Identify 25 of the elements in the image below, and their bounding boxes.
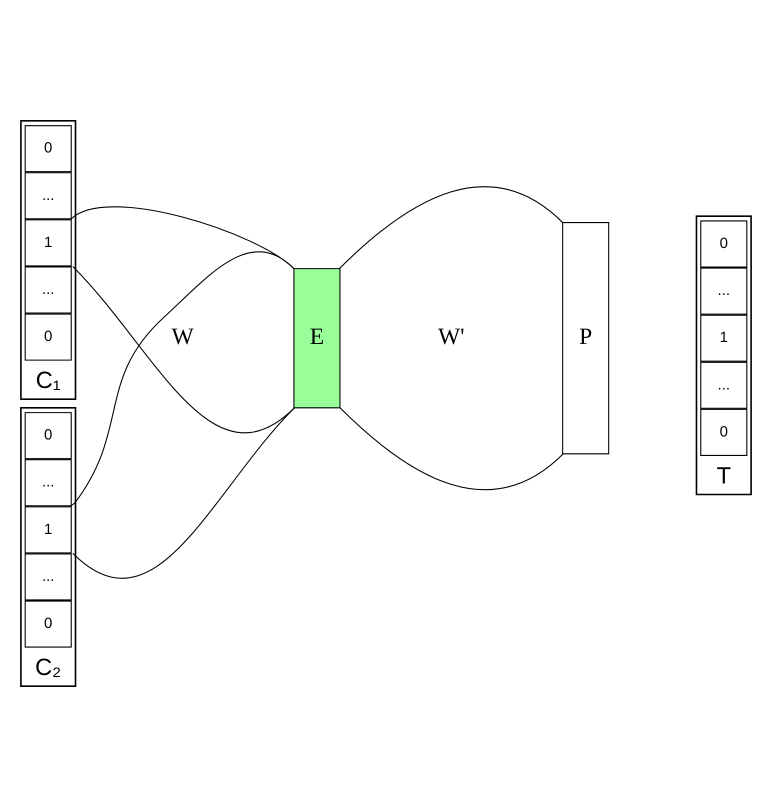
connector bbox=[340, 407, 564, 490]
node-box: ... bbox=[24, 172, 72, 220]
node-box: 0 bbox=[24, 600, 72, 648]
connector bbox=[72, 407, 295, 578]
label: W' bbox=[438, 324, 465, 350]
node-box: 1 bbox=[24, 219, 72, 266]
node-box: ... bbox=[700, 362, 748, 409]
label: W bbox=[171, 324, 194, 350]
connector bbox=[339, 186, 563, 269]
node-box: 0 bbox=[700, 220, 748, 268]
node-box: ... bbox=[24, 459, 72, 506]
connector bbox=[70, 251, 294, 507]
connector bbox=[70, 206, 294, 270]
node-box: 1 bbox=[24, 506, 72, 554]
node-box: ... bbox=[24, 553, 72, 600]
node-box: ... bbox=[700, 268, 748, 315]
node-box: 0 bbox=[24, 412, 72, 460]
node-box: 0 bbox=[24, 314, 72, 361]
node-box: 0 bbox=[700, 408, 748, 456]
node-box: 0 bbox=[24, 125, 72, 172]
node-box: P bbox=[562, 222, 610, 454]
connector bbox=[72, 266, 295, 433]
node-box: 1 bbox=[700, 314, 748, 362]
node-box: ... bbox=[24, 266, 72, 314]
node-box: E bbox=[293, 268, 340, 408]
